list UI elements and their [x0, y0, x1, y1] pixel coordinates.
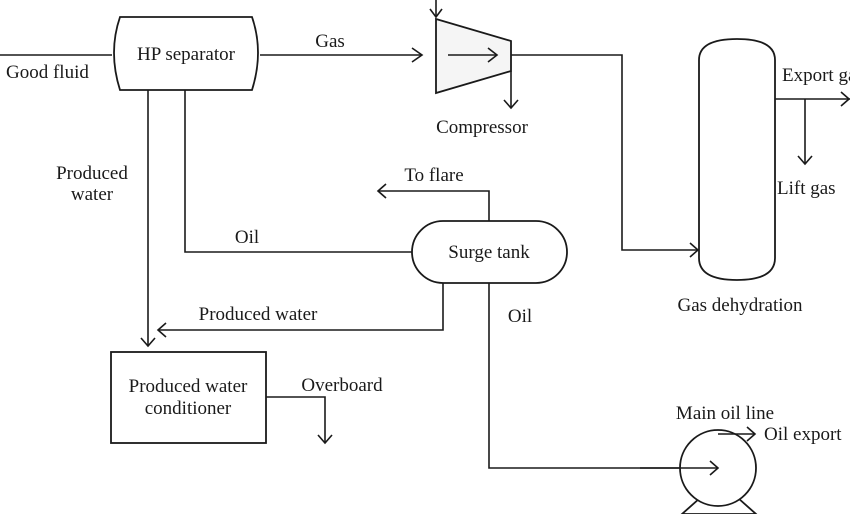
lift-gas-arrow-icon	[797, 155, 813, 166]
export-gas-arrow-icon	[840, 91, 850, 107]
overboard-line	[266, 396, 326, 443]
pump-inlet-arrow-icon	[709, 460, 720, 476]
compressor-label: Compressor	[436, 117, 529, 138]
surge-tank-label: Surge tank	[448, 242, 530, 263]
oil-export-label: Oil export	[764, 424, 842, 445]
produced-water-horizontal-label: Produced water	[199, 304, 318, 325]
gas-arrow-icon	[411, 47, 424, 63]
compressor-shape	[435, 17, 512, 95]
produced-water-label-line2: water	[71, 184, 114, 205]
flare-line	[378, 190, 490, 221]
flare-arrow-icon	[376, 183, 387, 199]
dehydration-inlet-arrow-icon	[689, 242, 700, 258]
main-oil-line-label: Main oil line	[676, 403, 774, 424]
oil-line-to-surge-tank	[184, 90, 412, 253]
pw-conditioner-label-line1: Produced water	[129, 376, 248, 397]
produced-water-label-line1: Produced	[56, 163, 128, 184]
gas-dehydration-column	[698, 38, 776, 281]
overboard-label: Overboard	[301, 375, 383, 396]
compressed-gas-line	[511, 54, 698, 251]
compressor-drain-arrow-icon	[503, 99, 519, 110]
pw-conditioner-label-line2: conditioner	[145, 398, 232, 419]
compressor-internal-arrow-icon	[487, 47, 499, 63]
produced-water-left-arrow-icon	[156, 322, 167, 338]
to-flare-label: To flare	[404, 165, 463, 186]
hp-separator-label: HP separator	[137, 44, 236, 65]
oil-export-arrow-icon	[746, 426, 757, 442]
good-fluid-label: Good fluid	[6, 62, 89, 83]
oil-label-separator: Oil	[235, 227, 259, 248]
oil-label-surge: Oil	[508, 306, 532, 327]
gas-label: Gas	[315, 31, 345, 52]
produced-water-horizontal-line	[158, 283, 444, 331]
hp-separator-vessel	[113, 16, 259, 91]
produced-water-conditioner-box	[110, 351, 267, 444]
overboard-arrow-icon	[317, 434, 333, 445]
lift-gas-label: Lift gas	[777, 178, 836, 199]
produced-water-down-arrow-icon	[140, 337, 156, 348]
compressor-top-arrow-icon	[429, 8, 443, 19]
gas-dehydration-label: Gas dehydration	[677, 295, 803, 316]
export-gas-label: Export gas	[782, 65, 850, 86]
